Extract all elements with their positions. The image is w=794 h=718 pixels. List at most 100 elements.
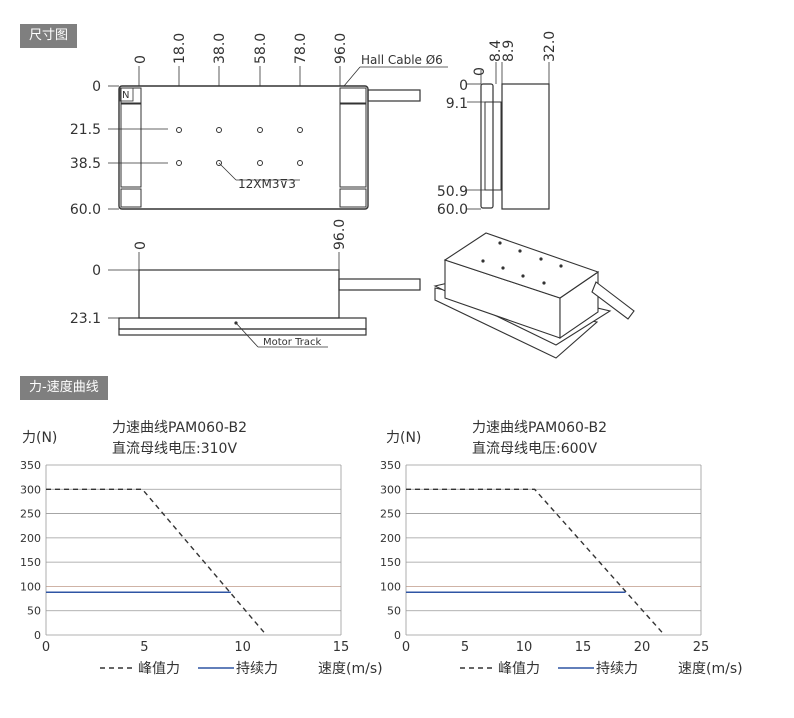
- front-y-tick-1: 23.1: [70, 311, 101, 327]
- side-x-tick-3: 32.0: [542, 31, 558, 62]
- n-mark: N: [122, 90, 129, 101]
- front-view-body: [138, 269, 340, 319]
- chart-y-tick-label: 200: [380, 532, 401, 545]
- side-x-tick-0: 0: [472, 67, 488, 76]
- side-view-track: [480, 83, 494, 209]
- section-tag-force-speed: 力-速度曲线: [20, 376, 108, 400]
- chart-subtitle: 直流母线电压:310V: [112, 440, 237, 457]
- motor-track-label: Motor Track: [263, 337, 321, 348]
- chart-y-tick-label: 350: [20, 459, 41, 472]
- chart-y-tick-label: 250: [380, 508, 401, 521]
- chart-y-tick-label: 100: [20, 580, 41, 593]
- side-view: [480, 83, 550, 210]
- chart-x-tick-label: 10: [234, 640, 251, 655]
- side-view-body: [501, 83, 550, 210]
- chart-y-tick-label: 300: [20, 483, 41, 496]
- chart-title: 力速曲线PAM060-B2: [112, 420, 247, 436]
- top-view-y-dim-lines: [108, 85, 168, 210]
- hall-cable-label: Hall Cable Ø6: [361, 53, 443, 67]
- top-view-end-cap: [120, 188, 142, 208]
- section-tag-dimensions: 尺寸图: [20, 24, 78, 48]
- chart-x-tick-label: 10: [516, 640, 533, 655]
- top-y-tick-3: 60.0: [70, 202, 101, 218]
- side-y-tick-2: 50.9: [437, 184, 468, 200]
- top-x-tick-3: 58.0: [253, 33, 269, 64]
- top-view-body: [118, 85, 369, 210]
- hall-cable-leader: [343, 66, 361, 87]
- chart-ylabel: 力(N): [22, 430, 57, 446]
- chart-ylabel: 力(N): [386, 430, 421, 446]
- top-x-tick-0: 0: [133, 55, 149, 64]
- side-view-dim-lines: [467, 62, 550, 210]
- top-view-end-block: [120, 103, 142, 188]
- hole-note-leader: [218, 162, 237, 181]
- chart-subtitle: 直流母线电压:600V: [472, 440, 597, 457]
- motor-track-plate: [118, 317, 367, 330]
- chart-y-tick-label: 150: [20, 556, 41, 569]
- side-y-tick-0: 0: [459, 78, 468, 94]
- chart-x-tick-label: 5: [461, 640, 469, 655]
- top-view-end-cap: [339, 87, 367, 104]
- chart-y-tick-label: 250: [20, 508, 41, 521]
- chart-title: 力速曲线PAM060-B2: [472, 420, 607, 436]
- chart-x-tick-label: 5: [140, 640, 148, 655]
- chart-x-tick-label: 20: [634, 640, 651, 655]
- iso-body-top: [443, 232, 600, 299]
- top-y-tick-2: 38.5: [70, 156, 101, 172]
- top-x-tick-2: 38.0: [212, 33, 228, 64]
- top-x-tick-1: 18.0: [172, 33, 188, 64]
- top-y-tick-0: 0: [92, 79, 101, 95]
- front-view-dim-lines: [108, 252, 340, 319]
- chart-x-tick-label: 0: [402, 640, 410, 655]
- side-y-tick-3: 60.0: [437, 202, 468, 218]
- legend-label: 持续力: [596, 660, 638, 677]
- chart-xlabel: 速度(m/s): [318, 661, 383, 677]
- side-x-tick-1: 8.4: [488, 40, 504, 62]
- front-x-tick-0: 0: [133, 241, 149, 250]
- iso-cable: [591, 281, 635, 320]
- chart-y-tick-label: 350: [380, 459, 401, 472]
- chart-y-tick-label: 100: [380, 580, 401, 593]
- peak-force-line: [406, 488, 665, 636]
- force-speed-chart-310v: 力(N)力速曲线PAM060-B2直流母线电压:310V050100150200…: [20, 420, 383, 677]
- legend-label: 峰值力: [138, 661, 180, 677]
- chart-x-tick-label: 0: [42, 640, 50, 655]
- top-view-end-cap: [339, 188, 367, 208]
- chart-y-tick-label: 50: [27, 605, 41, 618]
- n-mark-box: [119, 87, 134, 102]
- chart-y-tick-label: 300: [380, 483, 401, 496]
- iso-holes: [481, 241, 563, 285]
- chart-x-tick-label: 15: [575, 640, 592, 655]
- side-y-tick-1: 9.1: [446, 96, 468, 112]
- front-x-tick-1: 96.0: [332, 219, 348, 250]
- hall-cable: [367, 89, 421, 102]
- force-speed-chart-600v: 力(N) 力速曲线PAM060-B2 直流母线电压:600V 0 50 100 150 200…: [380, 420, 743, 677]
- top-y-tick-1: 21.5: [70, 122, 101, 138]
- front-view-cable: [338, 278, 421, 291]
- mounting-holes: [176, 127, 303, 166]
- top-view-end-block: [339, 103, 367, 188]
- chart-y-tick-label: 0: [34, 629, 41, 642]
- chart-y-tick-label: 150: [380, 556, 401, 569]
- chart-y-tick-label: 50: [387, 605, 401, 618]
- top-view-x-dim-lines: [138, 66, 341, 86]
- chart-x-tick-label: 25: [693, 640, 710, 655]
- top-view: [118, 85, 421, 210]
- top-x-tick-5: 96.0: [333, 33, 349, 64]
- chart-y-tick-label: 200: [20, 532, 41, 545]
- front-y-tick-0: 0: [92, 263, 101, 279]
- hole-note: 12XM3⊽3: [238, 177, 296, 191]
- side-view-coil: [484, 101, 502, 191]
- chart-xlabel: 速度(m/s): [678, 661, 743, 677]
- motor-track-leader: [235, 322, 259, 348]
- chart-x-tick-label: 15: [333, 640, 350, 655]
- legend-label: 持续力: [236, 660, 278, 677]
- legend-label: 峰值力: [498, 661, 540, 677]
- front-view: [118, 269, 421, 336]
- isometric-view: [433, 232, 635, 359]
- motor-track-base: [118, 328, 367, 336]
- side-x-tick-2: 8.9: [501, 40, 517, 62]
- motor-track-leader-dot: [234, 321, 238, 325]
- top-x-tick-4: 78.0: [293, 33, 309, 64]
